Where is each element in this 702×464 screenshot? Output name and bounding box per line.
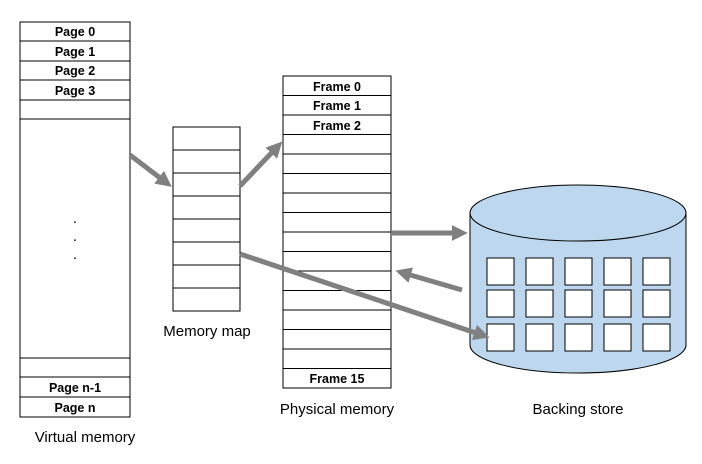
- storage-block: [525, 289, 554, 318]
- frame-label: Frame 1: [313, 99, 361, 113]
- vm-page-label: Page 0: [55, 25, 95, 39]
- vm-page-label: Page n: [55, 401, 96, 415]
- storage-block: [486, 289, 515, 318]
- storage-block: [603, 289, 632, 318]
- vm-page-label: Page 3: [55, 84, 95, 98]
- storage-block: [642, 323, 671, 352]
- vm-page-label: Page 2: [55, 64, 95, 78]
- frame-label: Frame 15: [310, 372, 365, 386]
- vm-ellipsis-dot: .: [73, 228, 77, 245]
- vm-page-label: Page 1: [55, 45, 95, 59]
- memory-map-caption: Memory map: [163, 323, 251, 340]
- storage-block: [525, 257, 554, 286]
- frame-label: Frame 0: [313, 80, 361, 94]
- memory-map: Memory map: [163, 126, 251, 340]
- arrows: [128, 141, 490, 341]
- arrow-vm-to-map: [128, 153, 172, 187]
- storage-block: [642, 257, 671, 286]
- vm-ellipsis-dot: .: [73, 210, 77, 227]
- storage-block: [564, 257, 593, 286]
- arrow-map-to-frame: [238, 141, 283, 188]
- storage-block: [603, 257, 632, 286]
- storage-block: [564, 289, 593, 318]
- backing-store: Backing store: [469, 184, 687, 418]
- physical-memory-caption: Physical memory: [280, 401, 395, 418]
- storage-block: [564, 323, 593, 352]
- storage-block: [603, 323, 632, 352]
- cylinder-top: [469, 184, 687, 242]
- physical-memory: Frame 0 Frame 1 Frame 2 Frame 15 Physica…: [280, 75, 395, 418]
- virtual-memory: Page 0 Page 1 Page 2 Page 3 . . . Page n…: [19, 21, 136, 446]
- vm-ellipsis-dot: .: [73, 246, 77, 263]
- storage-block: [642, 289, 671, 318]
- frame-label: Frame 2: [313, 119, 361, 133]
- backing-store-blocks: [486, 257, 671, 352]
- vm-page-label: Page n-1: [49, 381, 101, 395]
- storage-block: [486, 257, 515, 286]
- backing-store-caption: Backing store: [533, 401, 624, 418]
- arrow-store-to-memory: [395, 267, 463, 293]
- virtual-memory-caption: Virtual memory: [35, 429, 136, 446]
- storage-block: [525, 323, 554, 352]
- arrow-map-to-store: [239, 251, 490, 341]
- virtual-memory-box: [19, 21, 131, 418]
- physical-memory-dividers: [283, 95, 391, 369]
- storage-block: [486, 323, 515, 352]
